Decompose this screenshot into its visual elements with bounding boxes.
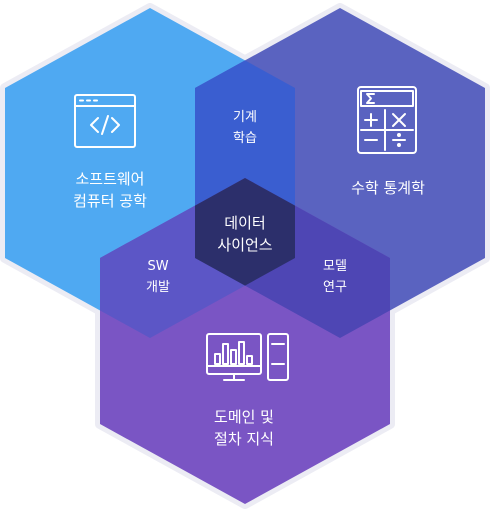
model-research-label-line2: 연구 [323,280,347,295]
software-label-line1: 소프트웨어 [75,170,144,188]
domain-label-line2: 절차 지식 [214,430,274,448]
sw-development-label-line2: 개발 [146,280,170,295]
data-science-label-line2: 사이언스 [217,236,272,254]
code-window-icon [74,94,136,148]
model-research-overlap [195,178,390,338]
sw-development-label-line1: SW [147,259,168,274]
math-label: 수학 통계학 [351,179,425,197]
machine-learning-label-line1: 기계 [233,110,257,125]
sw-development-overlap [100,178,295,338]
calculator-icon [357,86,417,154]
model-research-label-line1: 모델 [323,259,347,274]
domain-label-line1: 도메인 및 [214,408,274,426]
monitor-chart-icon [206,333,289,381]
software-label-line2: 컴퓨터 공학 [73,192,147,210]
machine-learning-label-line2: 학습 [233,131,257,146]
data-science-label-line1: 데이터 [224,214,265,232]
